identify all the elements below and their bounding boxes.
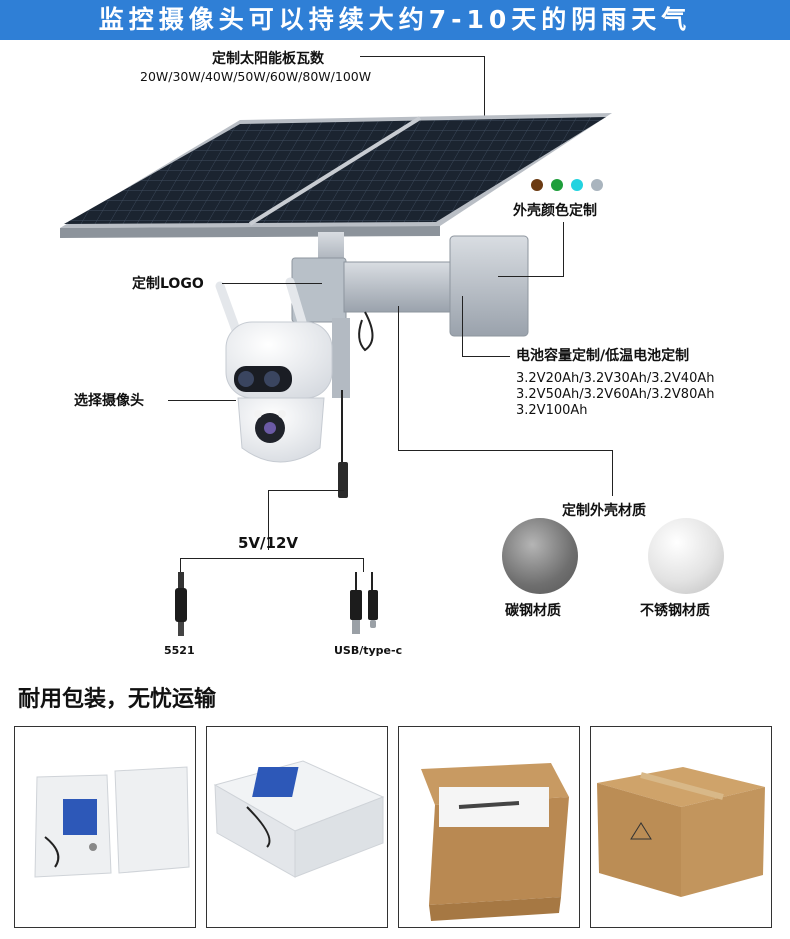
material-leader-v2	[612, 450, 613, 496]
housing-color-leader-v	[563, 222, 564, 276]
packaging-photo-foam-box	[206, 726, 388, 928]
solar-panel-image	[60, 113, 612, 238]
dc-5521-connector-icon	[175, 572, 187, 636]
packaging-photo-carton-closed	[590, 726, 772, 928]
camera-leader	[168, 400, 236, 401]
carbon-steel-label: 碳钢材质	[505, 603, 561, 619]
power-split-h	[180, 558, 364, 559]
usb-typec-connector-icon	[350, 572, 378, 634]
solar-panel-options: 20W/30W/40W/50W/60W/80W/100W	[140, 69, 372, 84]
housing-color-label: 外壳颜色定制	[513, 203, 597, 219]
camera-label: 选择摄像头	[74, 393, 144, 409]
color-swatch-gray[interactable]	[591, 179, 603, 191]
battery-leader-v	[462, 296, 463, 356]
logo-label: 定制LOGO	[132, 276, 204, 292]
power-split-left	[180, 558, 181, 572]
housing-color-leader-h	[498, 276, 564, 277]
stainless-steel-sample[interactable]	[648, 518, 724, 594]
power-voltage-label: 5V/12V	[238, 534, 299, 552]
packaging-photo-carton-open	[398, 726, 580, 928]
packaging-photo-foam-open	[14, 726, 196, 928]
battery-label: 电池容量定制/低温电池定制	[516, 348, 690, 364]
usb-typec-label: USB/type-c	[334, 644, 403, 657]
battery-spec-2: 3.2V50Ah/3.2V60Ah/3.2V80Ah	[516, 387, 715, 402]
product-illustration	[60, 113, 612, 498]
logo-leader	[222, 283, 322, 284]
packaging-title: 耐用包装，无忧运输	[18, 687, 217, 712]
battery-spec-1: 3.2V20Ah/3.2V30Ah/3.2V40Ah	[516, 371, 715, 386]
page-banner: 监控摄像头可以持续大约7-10天的阴雨天气	[0, 0, 790, 40]
stainless-steel-label: 不锈钢材质	[640, 603, 710, 619]
color-swatch-green[interactable]	[551, 179, 563, 191]
battery-leader-h	[462, 356, 510, 357]
power-leader-v	[268, 490, 269, 550]
battery-spec-3: 3.2V100Ah	[516, 403, 588, 418]
solar-panel-label: 定制太阳能板瓦数	[212, 51, 324, 67]
power-leader-top	[268, 490, 344, 491]
power-split-right	[363, 558, 364, 572]
shell-material-label: 定制外壳材质	[562, 503, 646, 519]
color-swatch-brown[interactable]	[531, 179, 543, 191]
solar-panel-leader-h	[360, 56, 485, 57]
color-swatch-cyan[interactable]	[571, 179, 583, 191]
camera-image	[215, 277, 333, 463]
solar-panel-leader-v	[484, 56, 485, 118]
dc-5521-label: 5521	[164, 644, 195, 657]
carbon-steel-sample[interactable]	[502, 518, 578, 594]
material-leader-h	[398, 450, 612, 451]
material-leader-v1	[398, 306, 399, 450]
